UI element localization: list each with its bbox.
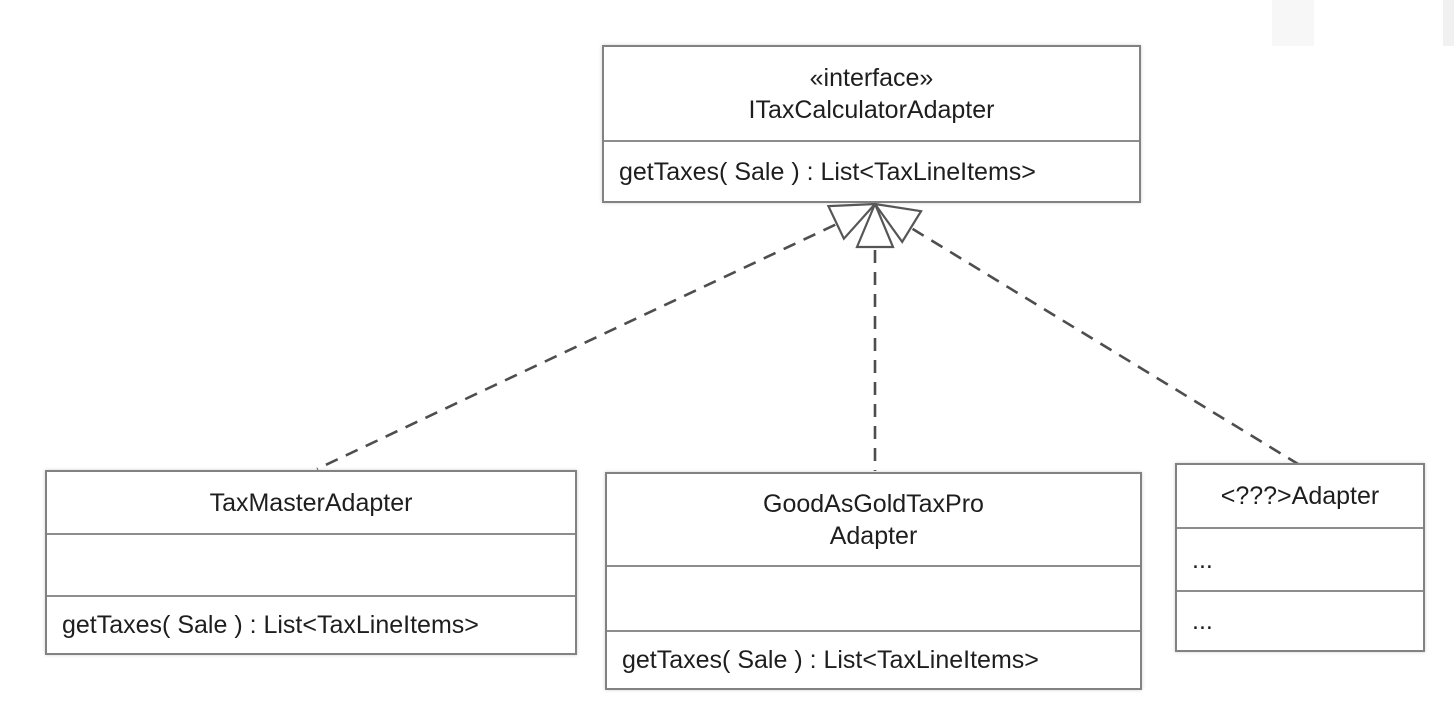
class-name-line2: Adapter — [829, 521, 918, 550]
class-attributes: ... — [1192, 545, 1213, 574]
class-attributes-compartment — [47, 533, 575, 595]
class-box-unknown-adapter: <???>Adapter ... ... — [1175, 463, 1425, 652]
class-operation: getTaxes( Sale ) : List<TaxLineItems> — [62, 611, 479, 639]
class-name: GoodAsGoldTaxPro — [763, 489, 984, 518]
class-operations-compartment: getTaxes( Sale ) : List<TaxLineItems> — [607, 630, 1140, 688]
interface-operations-compartment: getTaxes( Sale ) : List<TaxLineItems> — [604, 140, 1139, 201]
interface-box-itaxcalculatoradapter: «interface» ITaxCalculatorAdapter getTax… — [602, 45, 1141, 203]
hollow-triangle-arrowhead — [855, 201, 895, 249]
realization-edge-taxmaster — [316, 204, 876, 471]
class-operation: getTaxes( Sale ) : List<TaxLineItems> — [622, 646, 1039, 674]
hollow-triangle-arrowhead — [872, 202, 923, 244]
interface-name-compartment: «interface» ITaxCalculatorAdapter — [604, 47, 1139, 140]
class-name-compartment: TaxMasterAdapter — [47, 472, 575, 533]
interface-operation: getTaxes( Sale ) : List<TaxLineItems> — [619, 157, 1036, 186]
interface-stereotype: «interface» — [809, 63, 934, 92]
background-artifact — [1443, 0, 1454, 46]
class-operations-compartment: ... — [1177, 590, 1423, 650]
class-name-compartment: GoodAsGoldTaxPro Adapter — [607, 474, 1140, 565]
class-name: <???>Adapter — [1220, 482, 1380, 510]
interface-name: ITaxCalculatorAdapter — [748, 95, 995, 124]
hollow-triangle-arrowhead — [826, 202, 878, 241]
realization-edge-unknown-adapter — [874, 204, 1299, 466]
class-box-goodasgoldtaxpro-adapter: GoodAsGoldTaxPro Adapter getTaxes( Sale … — [605, 472, 1142, 690]
class-name-compartment: <???>Adapter — [1177, 465, 1423, 527]
class-box-taxmasteradapter: TaxMasterAdapter getTaxes( Sale ) : List… — [45, 470, 577, 655]
class-name: TaxMasterAdapter — [209, 488, 413, 517]
class-attributes-compartment: ... — [1177, 527, 1423, 590]
background-artifact — [1272, 0, 1314, 46]
class-operation: ... — [1192, 607, 1213, 635]
class-attributes-compartment — [607, 565, 1140, 630]
class-operations-compartment: getTaxes( Sale ) : List<TaxLineItems> — [47, 595, 575, 653]
